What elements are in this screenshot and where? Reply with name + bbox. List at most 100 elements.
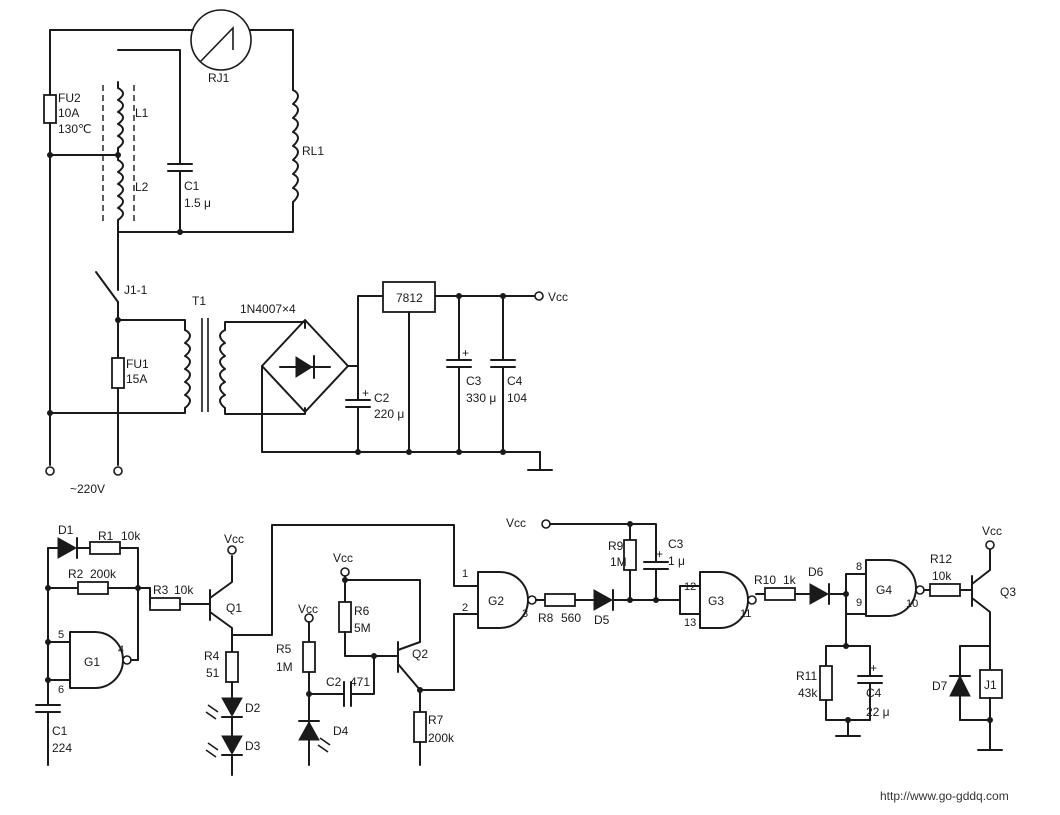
c4-value: 22 μ bbox=[866, 705, 890, 719]
junction-dot bbox=[177, 229, 183, 235]
r11-bottom-wire bbox=[825, 699, 871, 721]
vcc-mid-wire bbox=[549, 523, 657, 563]
j1-bottom-wires bbox=[959, 697, 1003, 751]
bridge-rectifier bbox=[261, 319, 349, 413]
d4-label: D4 bbox=[333, 724, 349, 738]
r4-value: 51 bbox=[206, 666, 220, 680]
t1-secondary-top-wire bbox=[224, 321, 306, 331]
c2-plus: + bbox=[362, 386, 369, 400]
r11-value: 43k bbox=[798, 686, 818, 700]
c2-label: C2 bbox=[326, 675, 342, 689]
vcc-r5-label: Vcc bbox=[298, 602, 318, 616]
capacitor-c4 bbox=[857, 675, 883, 684]
d5-label: D5 bbox=[594, 613, 610, 627]
junction-dot bbox=[45, 639, 51, 645]
g3-pin12: 12 bbox=[684, 581, 696, 593]
fu2-label: FU2 bbox=[58, 91, 81, 105]
r7-label: R7 bbox=[428, 713, 444, 727]
c3-label: C3 bbox=[668, 537, 684, 551]
led-d3 bbox=[221, 735, 243, 756]
g2-label: G2 bbox=[488, 594, 504, 608]
r2-value: 200k bbox=[90, 567, 117, 581]
coil-l1 bbox=[117, 87, 124, 149]
diode-d7 bbox=[949, 674, 971, 697]
transistor-q3-collector bbox=[971, 548, 991, 585]
r10-label: R10 bbox=[754, 573, 776, 587]
vcc-terminal-top bbox=[534, 291, 544, 301]
q2-to-g2-wire bbox=[419, 613, 479, 691]
c1-top-value: 1.5 μ bbox=[184, 196, 211, 210]
resistor-r2 bbox=[77, 581, 109, 595]
g2-pin1: 1 bbox=[462, 568, 468, 580]
vcc-mid-label: Vcc bbox=[506, 516, 526, 530]
c4-top-label: C4 bbox=[507, 374, 523, 388]
diode-d6 bbox=[809, 583, 830, 605]
resistor-r10 bbox=[764, 587, 796, 601]
regulator-7812 bbox=[382, 281, 436, 313]
r6-label: R6 bbox=[354, 604, 370, 618]
led-arrow-icon bbox=[205, 704, 219, 720]
resistor-r7 bbox=[413, 711, 427, 743]
bridge-label: 1N4007×4 bbox=[240, 302, 296, 316]
transistor-q2-collector bbox=[397, 641, 421, 651]
q1-label: Q1 bbox=[226, 601, 242, 615]
transistor-q2-emitter bbox=[397, 663, 421, 713]
q3-label: Q3 bbox=[1000, 585, 1016, 599]
g4-output-bubble bbox=[915, 585, 925, 595]
rj1-label: RJ1 bbox=[208, 71, 230, 85]
fu1-rating: 15A bbox=[126, 372, 147, 386]
vcc-terminal-q1 bbox=[227, 545, 237, 555]
vcc-r6-label: Vcc bbox=[333, 551, 353, 565]
junction-dot bbox=[843, 591, 849, 597]
g3-input-wires bbox=[679, 585, 701, 615]
c3-top-value: 330 μ bbox=[466, 391, 496, 405]
r3-label: R3 bbox=[153, 583, 169, 597]
junction-dot bbox=[987, 717, 993, 723]
bridge-diode-bar bbox=[279, 355, 331, 379]
mains-label: ~220V bbox=[70, 482, 105, 496]
diode-d5-bar bbox=[612, 589, 681, 611]
regulator-label: 7812 bbox=[396, 291, 423, 305]
r7-value: 200k bbox=[428, 731, 455, 745]
coil-rl1 bbox=[292, 89, 299, 203]
capacitor-c1-top bbox=[167, 163, 193, 172]
transistor-q1-emitter bbox=[209, 611, 233, 653]
junction-dot bbox=[355, 449, 361, 455]
c3-plus: + bbox=[656, 547, 663, 561]
g1-pin4: 4 bbox=[118, 644, 124, 656]
c2-top-value: 220 μ bbox=[374, 407, 404, 421]
g1-pin6: 6 bbox=[58, 684, 64, 696]
g3-pin13: 13 bbox=[684, 617, 696, 629]
r6-bottom-wire bbox=[344, 631, 399, 657]
bridge-plus-wire bbox=[347, 295, 384, 367]
resistor-r3 bbox=[149, 597, 181, 611]
d3-label: D3 bbox=[245, 739, 261, 753]
ground-symbol bbox=[527, 451, 553, 471]
r1-label: R1 bbox=[98, 529, 114, 543]
d1-label: D1 bbox=[58, 523, 74, 537]
transistor-q1-collector bbox=[209, 555, 233, 599]
g4-pin9: 9 bbox=[856, 597, 862, 609]
r6-value: 5M bbox=[354, 621, 371, 635]
resistor-r5 bbox=[302, 641, 316, 673]
r12-value: 10k bbox=[932, 569, 952, 583]
r1-value: 10k bbox=[121, 529, 141, 543]
thermistor-rj1 bbox=[190, 9, 252, 71]
r5-value: 1M bbox=[276, 660, 293, 674]
coil-l2 bbox=[117, 159, 124, 221]
c3-plus: + bbox=[462, 346, 469, 360]
t1-label: T1 bbox=[192, 294, 206, 308]
r12-label: R12 bbox=[930, 552, 952, 566]
capacitor-c2-top bbox=[345, 399, 371, 408]
t1-primary-bottom-wire bbox=[49, 407, 186, 414]
photodiode-d4-bar bbox=[298, 720, 320, 766]
j1-label: J1 bbox=[984, 678, 997, 692]
capacitor-c1 bbox=[35, 704, 61, 713]
c3-top-label: C3 bbox=[466, 374, 482, 388]
r8-label: R8 bbox=[538, 611, 554, 625]
transformer-t1-primary bbox=[184, 329, 191, 409]
fuse-fu2 bbox=[43, 94, 57, 124]
watermark-url: http://www.go-gddq.com bbox=[880, 789, 1009, 803]
capacitor-c4-top bbox=[490, 359, 516, 368]
transistor-q3-emitter bbox=[971, 597, 991, 647]
